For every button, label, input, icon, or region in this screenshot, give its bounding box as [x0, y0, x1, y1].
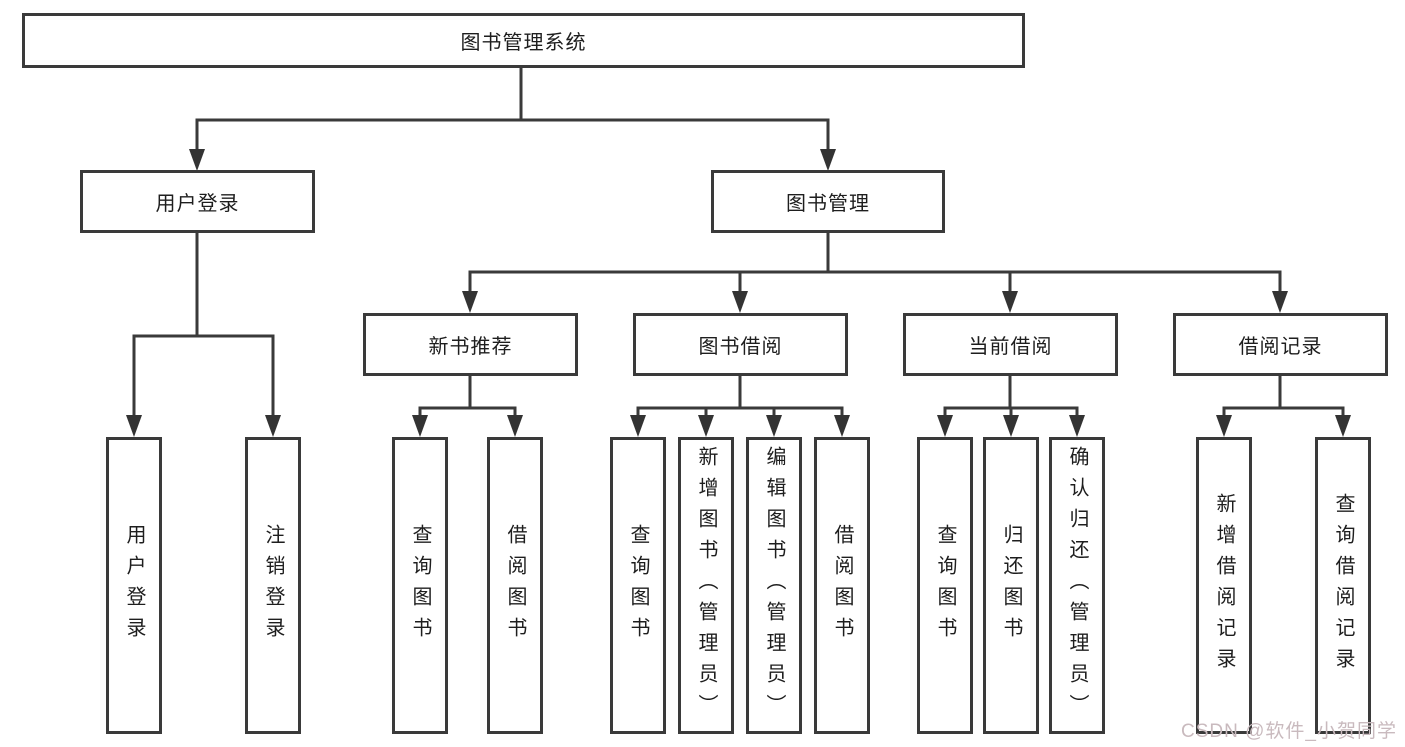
node-new-book-recommendation-label: 新书推荐 — [428, 336, 513, 358]
leaf-logout-label: 注销登录 — [262, 523, 284, 648]
node-book-management: 图书管理 — [711, 170, 945, 233]
leaf-add-borrow-record: 新增借阅记录 — [1196, 437, 1252, 734]
node-book-borrowing-label: 图书借阅 — [698, 336, 783, 358]
leaf-add-books-admin-label: 新增图书（管理员） — [695, 446, 717, 725]
leaf-edit-books-admin: 编辑图书（管理员） — [746, 437, 802, 734]
leaf-return-books-label: 归还图书 — [1000, 523, 1022, 648]
leaf-add-books-admin: 新增图书（管理员） — [678, 437, 734, 734]
leaf-borrow-books-2: 借阅图书 — [814, 437, 870, 734]
leaf-confirm-return-admin-label: 确认归还（管理员） — [1066, 446, 1088, 725]
node-current-borrow: 当前借阅 — [903, 313, 1118, 376]
leaf-query-books-3: 查询图书 — [917, 437, 973, 734]
node-root: 图书管理系统 — [22, 13, 1025, 68]
node-user-login: 用户登录 — [80, 170, 315, 233]
leaf-query-books-1-label: 查询图书 — [409, 523, 431, 648]
leaf-query-books-2: 查询图书 — [610, 437, 666, 734]
node-user-login-label: 用户登录 — [155, 193, 240, 215]
leaf-borrow-books-1-label: 借阅图书 — [504, 523, 526, 648]
node-book-management-label: 图书管理 — [786, 193, 870, 215]
leaf-borrow-books-1: 借阅图书 — [487, 437, 543, 734]
node-new-book-recommendation: 新书推荐 — [363, 313, 578, 376]
node-current-borrow-label: 当前借阅 — [968, 336, 1053, 358]
leaf-query-borrow-record: 查询借阅记录 — [1315, 437, 1371, 734]
node-book-borrowing: 图书借阅 — [633, 313, 848, 376]
leaf-user-login: 用户登录 — [106, 437, 162, 734]
leaf-return-books: 归还图书 — [983, 437, 1039, 734]
leaf-borrow-books-2-label: 借阅图书 — [831, 523, 853, 648]
node-borrow-records: 借阅记录 — [1173, 313, 1388, 376]
leaf-query-books-1: 查询图书 — [392, 437, 448, 734]
leaf-query-books-3-label: 查询图书 — [934, 523, 956, 648]
leaf-confirm-return-admin: 确认归还（管理员） — [1049, 437, 1105, 734]
leaf-query-borrow-record-label: 查询借阅记录 — [1332, 492, 1354, 679]
leaf-logout: 注销登录 — [245, 437, 301, 734]
node-borrow-records-label: 借阅记录 — [1238, 336, 1323, 358]
node-root-label: 图书管理系统 — [460, 32, 587, 54]
leaf-add-borrow-record-label: 新增借阅记录 — [1213, 492, 1235, 679]
leaf-query-books-2-label: 查询图书 — [627, 523, 649, 648]
leaf-user-login-label: 用户登录 — [123, 523, 145, 648]
leaf-edit-books-admin-label: 编辑图书（管理员） — [763, 446, 785, 725]
